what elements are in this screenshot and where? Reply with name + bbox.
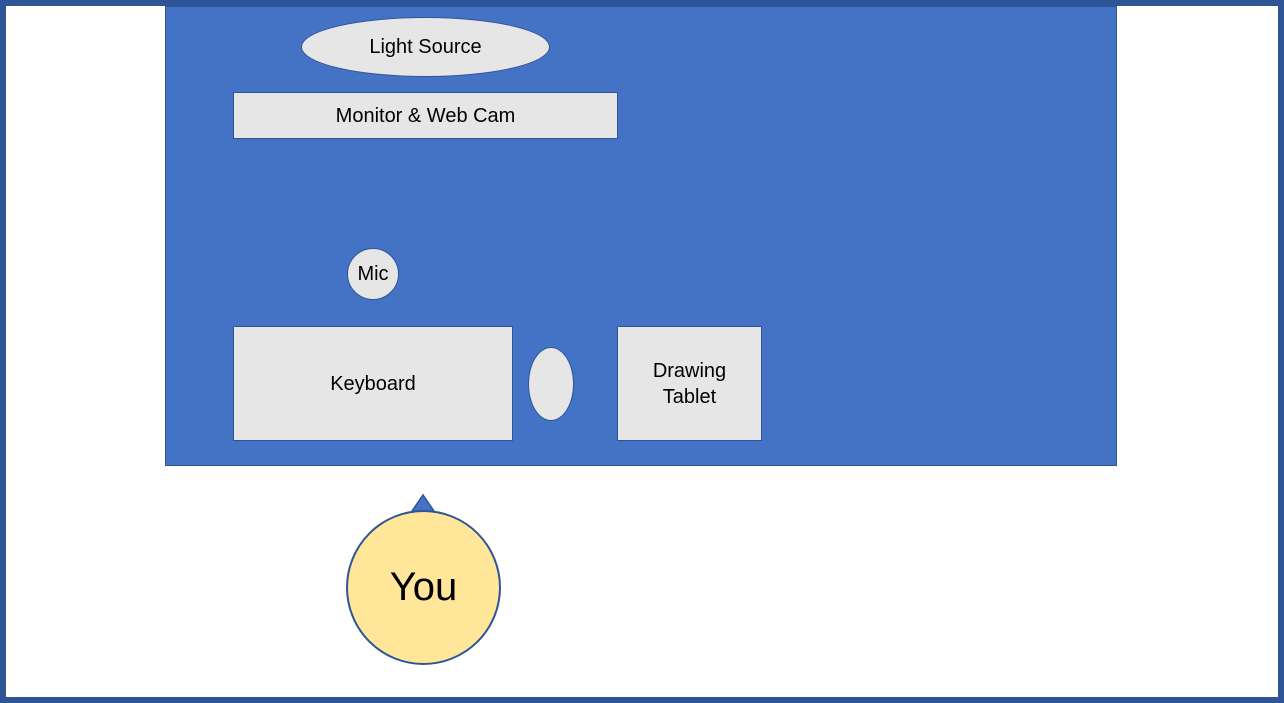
- monitor-and-webcam: Monitor & Web Cam: [233, 92, 618, 139]
- drawing-tablet: Drawing Tablet: [617, 326, 762, 441]
- light-source: Light Source: [301, 17, 550, 77]
- person-you: You: [346, 510, 501, 665]
- mouse: [528, 347, 574, 421]
- keyboard: Keyboard: [233, 326, 513, 441]
- microphone: Mic: [347, 248, 399, 300]
